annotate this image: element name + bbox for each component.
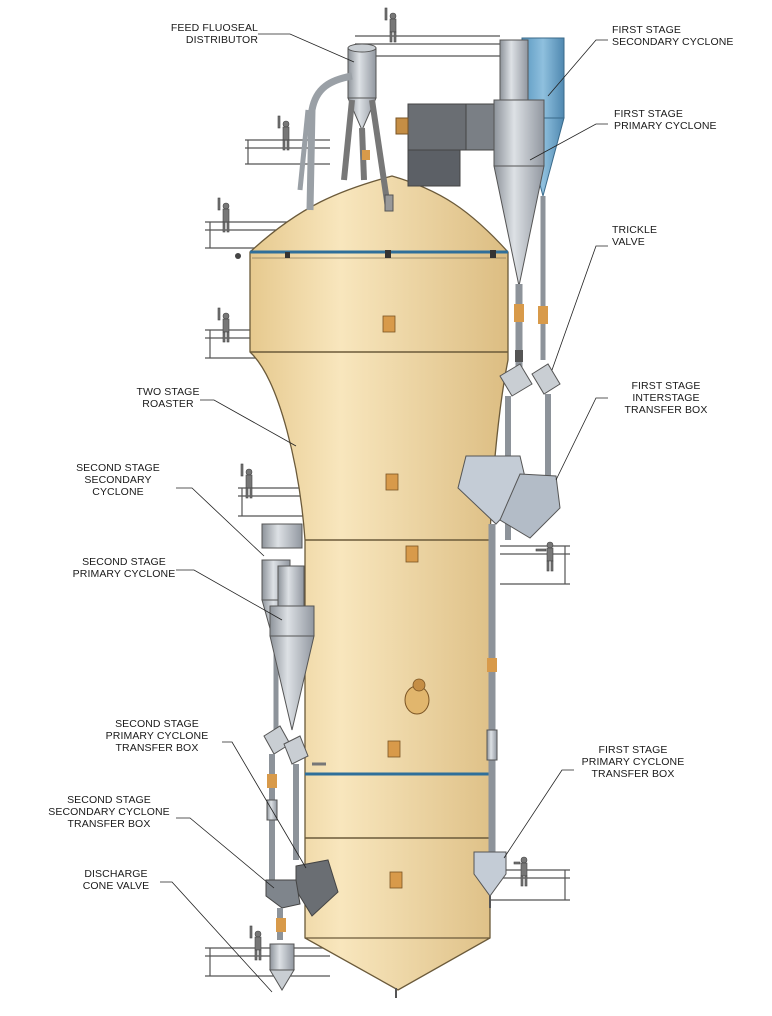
label-feed-fluoseal-distributor: FEED FLUOSEAL DISTRIBUTOR [170,22,258,46]
label-second-stage-primary-cyclone-transfer-box: SECOND STAGE PRIMARY CYCLONE TRANSFER BO… [105,718,209,754]
label-first-stage-primary-cyclone: FIRST STAGE PRIMARY CYCLONE [614,108,717,132]
first-stage-interstage-transfer-box [457,455,561,539]
feed-fluoseal-distributor [297,43,394,212]
label-second-stage-primary-cyclone: SECOND STAGE PRIMARY CYCLONE [72,556,176,580]
discharge-cone-valve [269,943,295,991]
leader-lines [160,33,608,993]
two-stage-roaster-vessel [235,175,509,998]
label-first-stage-secondary-cyclone: FIRST STAGE SECONDARY CYCLONE [612,24,734,48]
second-stage-primary-cyclone [269,565,315,731]
label-first-stage-primary-cyclone-transfer-box: FIRST STAGE PRIMARY CYCLONE TRANSFER BOX [581,744,685,780]
label-second-stage-secondary-cyclone-transfer-box: SECOND STAGE SECONDARY CYCLONE TRANSFER … [48,794,170,830]
second-stage-transfer-pipes [263,725,326,880]
first-stage-primary-cyclone-transfer-box [473,524,507,908]
label-second-stage-secondary-cyclone: SECOND STAGE SECONDARY CYCLONE [76,462,160,498]
first-stage-primary-cyclone [493,99,545,372]
label-discharge-cone-valve: DISCHARGE CONE VALVE [82,868,150,892]
second-stage-secondary-cyclone-transfer-box [265,879,301,940]
label-trickle-valve: TRICKLE VALVE [612,224,658,248]
workers [217,7,554,961]
platforms [205,35,570,977]
label-first-stage-interstage-transfer-box: FIRST STAGE INTERSTAGE TRANSFER BOX [624,380,708,416]
label-two-stage-roaster: TWO STAGE ROASTER [136,386,200,410]
